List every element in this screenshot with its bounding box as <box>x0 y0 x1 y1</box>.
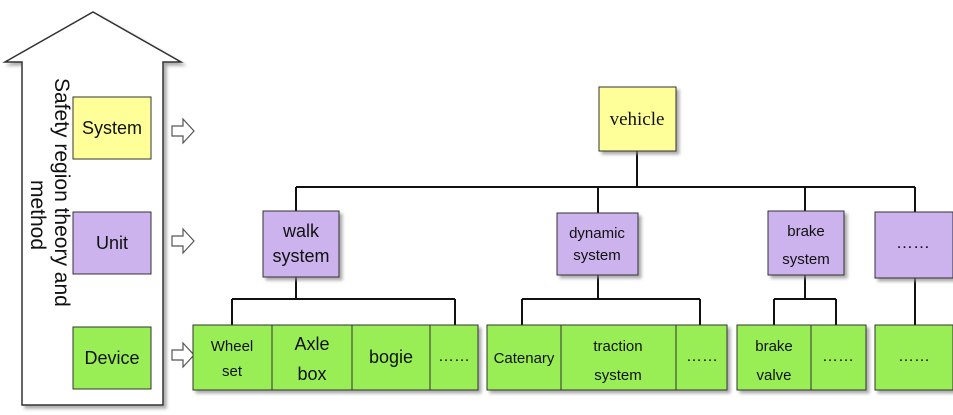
unit-brake-line-2: system <box>782 251 830 268</box>
device-axle-box-line-1: Axle <box>294 334 329 354</box>
device-catenary-label: Catenary <box>494 350 555 367</box>
unit-brake-line-1: brake <box>787 223 825 240</box>
device-group-walk: Wheel set Axle box bogie …… <box>192 324 479 391</box>
unit-dynamic-line-1: dynamic <box>569 225 625 242</box>
device-brake-more: …… <box>822 348 854 365</box>
device-group-other: …… <box>874 324 953 391</box>
level-system: System <box>72 96 152 160</box>
unit-other-label: …… <box>896 233 930 252</box>
device-axle-box-line-2: box <box>297 364 326 384</box>
device-wheel-set-line-1: Wheel <box>211 338 254 355</box>
unit-walk-line-1: walk <box>282 221 320 241</box>
root-node-label: vehicle <box>610 109 665 130</box>
root-node-vehicle: vehicle <box>598 86 677 152</box>
side-label-line-1: Safety region theory and <box>50 78 73 307</box>
device-traction-line-2: system <box>594 367 642 384</box>
device-walk-more: …… <box>438 348 470 365</box>
device-traction-line-1: traction <box>593 338 642 355</box>
unit-node-other: …… <box>874 211 953 279</box>
side-label: Safety region theory and method <box>26 78 73 307</box>
right-arrow-icon <box>171 341 195 369</box>
device-other-more: …… <box>898 348 930 365</box>
unit-walk-line-2: system <box>272 246 329 266</box>
level-device: Device <box>72 326 152 390</box>
device-bogie-label: bogie <box>369 347 413 367</box>
device-group-brake: brake valve …… <box>736 324 867 391</box>
connector-lines <box>231 151 916 325</box>
right-arrow-icon <box>171 117 195 145</box>
device-group-dynamic: Catenary traction system …… <box>486 324 728 391</box>
level-unit-label: Unit <box>96 233 128 253</box>
unit-dynamic-line-2: system <box>573 247 621 264</box>
device-wheel-set-line-2: set <box>222 363 243 380</box>
unit-node-walk-system: walk system <box>262 210 340 278</box>
device-brake-valve-line-1: brake <box>755 338 793 355</box>
level-system-label: System <box>82 118 142 138</box>
level-unit: Unit <box>72 211 152 275</box>
side-label-line-2: method <box>26 180 49 250</box>
right-arrow-icon <box>171 227 195 255</box>
unit-node-dynamic-system: dynamic system <box>556 212 639 276</box>
device-dynamic-more: …… <box>686 348 718 365</box>
device-brake-valve-line-2: valve <box>756 367 791 384</box>
unit-node-brake-system: brake system <box>767 210 845 276</box>
level-device-label: Device <box>84 348 139 368</box>
